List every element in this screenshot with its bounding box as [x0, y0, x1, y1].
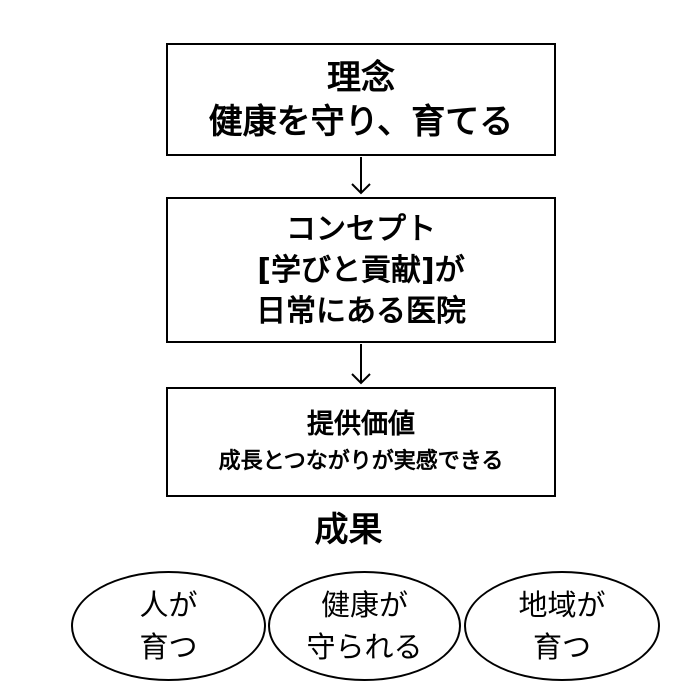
outcome-line1: 健康が: [320, 588, 408, 622]
outcome-title: 成果: [314, 510, 383, 550]
value-box: 提供価値 成長とつながりが実感できる: [166, 387, 556, 497]
outcome-ellipse-community: 地域が 育つ: [464, 571, 660, 681]
concept-text-line2: 日常にある医院: [256, 293, 466, 329]
philosophy-heading: 理念: [327, 57, 395, 98]
value-heading: 提供価値: [307, 409, 415, 440]
outcome-line1: 地域が: [518, 588, 606, 622]
philosophy-text: 健康を守り、育てる: [208, 101, 514, 142]
outcome-ellipse-health: 健康が 守られる: [268, 571, 461, 681]
concept-heading: コンセプト: [286, 211, 436, 247]
concept-box: コンセプト [学びと貢献]が 日常にある医院: [166, 197, 556, 343]
value-text: 成長とつながりが実感できる: [218, 449, 504, 474]
outcome-line2: 守られる: [306, 630, 423, 664]
outcome-ellipse-people: 人が 育つ: [71, 571, 266, 681]
outcome-line1: 人が: [139, 588, 198, 622]
philosophy-box: 理念 健康を守り、育てる: [166, 43, 556, 156]
arrow-down-icon: [351, 157, 371, 195]
concept-text-line1: [学びと貢献]が: [257, 252, 465, 288]
arrow-down-icon: [351, 344, 371, 385]
outcome-line2: 育つ: [139, 630, 198, 664]
outcome-line2: 育つ: [532, 630, 591, 664]
